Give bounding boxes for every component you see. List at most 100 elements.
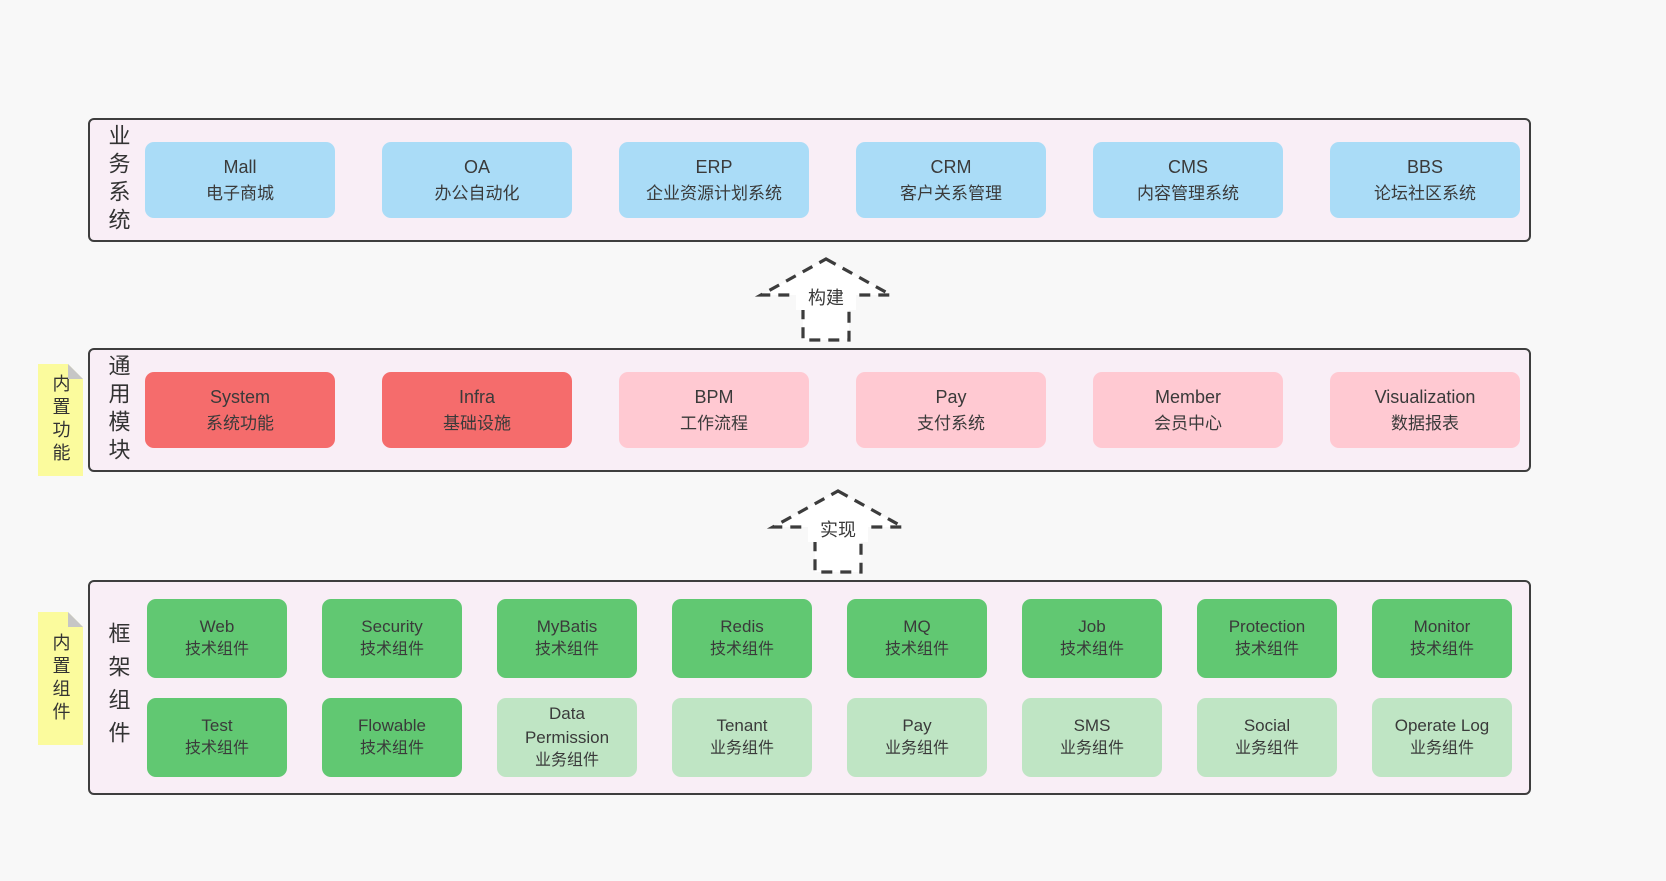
box-title: Monitor [1413, 616, 1471, 636]
box-crm: CRM 客户关系管理 [856, 142, 1046, 218]
box-title: Pay [902, 715, 932, 735]
box-pay-component: Pay 业务组件 [847, 697, 987, 777]
box-subtitle: 技术组件 [184, 640, 249, 658]
box-redis: Redis 技术组件 [672, 598, 812, 678]
box-title: Member [1154, 386, 1221, 407]
band-framework-components: 框架组件 Web 技术组件 Security 技术组件 MyBatis 技术组件… [88, 580, 1531, 795]
box-system: System 系统功能 [145, 372, 335, 448]
box-infra: Infra 基础设施 [382, 372, 572, 448]
box-subtitle: 技术组件 [1059, 640, 1124, 658]
box-test: Test 技术组件 [147, 697, 287, 777]
box-subtitle: 业务组件 [1409, 739, 1474, 757]
box-subtitle: 技术组件 [709, 640, 774, 658]
box-subtitle: 业务组件 [1059, 739, 1124, 757]
box-title: Tenant [716, 715, 768, 735]
box-title: BBS [1406, 156, 1444, 177]
box-title: Pay [935, 386, 967, 407]
box-protection: Protection 技术组件 [1197, 598, 1337, 678]
band-framework-row-1: Web 技术组件 Security 技术组件 MyBatis 技术组件 Redi… [145, 598, 1515, 678]
box-title: MyBatis [536, 616, 598, 636]
band-business-rows: Mall 电子商城 OA 办公自动化 ERP 企业资源计划系统 CRM 客户关系… [145, 120, 1534, 240]
box-subtitle: 业务组件 [709, 739, 774, 757]
box-subtitle: 会员中心 [1154, 413, 1222, 433]
box-monitor: Monitor 技术组件 [1372, 598, 1512, 678]
box-cms: CMS 内容管理系统 [1093, 142, 1283, 218]
arrow-label-bg [796, 285, 856, 310]
box-title: Job [1078, 616, 1106, 636]
box-title: Flowable [357, 715, 427, 735]
note-built-in-components: 内置组件 [38, 612, 83, 745]
arrow-implement-label: 实现 [820, 520, 856, 540]
box-title: Infra [458, 386, 496, 407]
band-framework-label: 框架组件 [105, 621, 131, 754]
box-title: Operate Log [1394, 715, 1490, 735]
box-title: BPM [694, 386, 734, 407]
box-title: Test [201, 715, 233, 735]
box-oa: OA 办公自动化 [382, 142, 572, 218]
box-title: Web [199, 616, 235, 636]
band-common-row: System 系统功能 Infra 基础设施 BPM 工作流程 Pay 支付系统… [145, 372, 1520, 448]
box-bpm: BPM 工作流程 [619, 372, 809, 448]
box-subtitle: 论坛社区系统 [1374, 183, 1476, 203]
band-common-rows: System 系统功能 Infra 基础设施 BPM 工作流程 Pay 支付系统… [145, 350, 1534, 470]
box-mq: MQ 技术组件 [847, 598, 987, 678]
box-tenant: Tenant 业务组件 [672, 697, 812, 777]
box-title: Protection [1228, 616, 1306, 636]
band-framework-row-2: Test 技术组件 Flowable 技术组件 Data Permission … [145, 697, 1515, 777]
box-subtitle: 内容管理系统 [1137, 183, 1239, 203]
box-title: Security [361, 616, 423, 636]
box-subtitle: 业务组件 [1234, 739, 1299, 757]
box-visualization: Visualization 数据报表 [1330, 372, 1520, 448]
band-business-label: 业务系统 [105, 124, 131, 236]
arrow-implement: 实现 [766, 489, 910, 574]
band-common-label: 通用模块 [105, 354, 131, 466]
box-title: Social [1243, 715, 1291, 735]
box-subtitle: 技术组件 [359, 739, 424, 757]
box-bbs: BBS 论坛社区系统 [1330, 142, 1520, 218]
box-social: Social 业务组件 [1197, 697, 1337, 777]
arrow-build-label: 构建 [808, 288, 844, 308]
box-subtitle: 基础设施 [443, 413, 511, 433]
box-title: MQ [903, 616, 931, 636]
band-business-row: Mall 电子商城 OA 办公自动化 ERP 企业资源计划系统 CRM 客户关系… [145, 142, 1520, 218]
arrow-build: 构建 [754, 257, 898, 342]
box-subtitle: 客户关系管理 [900, 183, 1002, 203]
note-built-in-features: 内置功能 [38, 364, 83, 476]
box-subtitle: 系统功能 [206, 413, 274, 433]
box-title: CRM [930, 156, 972, 177]
box-data-permission: Data Permission 业务组件 [497, 697, 637, 777]
box-title: OA [463, 156, 490, 177]
box-security: Security 技术组件 [322, 598, 462, 678]
box-subtitle: 业务组件 [884, 739, 949, 757]
box-mall: Mall 电子商城 [145, 142, 335, 218]
box-subtitle: 数据报表 [1391, 413, 1459, 433]
box-operate-log: Operate Log 业务组件 [1372, 697, 1512, 777]
box-title: System [209, 386, 270, 407]
box-subtitle: 电子商城 [206, 183, 274, 203]
box-title: ERP [695, 156, 733, 177]
box-erp: ERP 企业资源计划系统 [619, 142, 809, 218]
box-subtitle: 技术组件 [184, 739, 249, 757]
box-subtitle: 业务组件 [534, 751, 599, 769]
band-business-systems: 业务系统 Mall 电子商城 OA 办公自动化 ERP 企业资源计划系统 CRM… [88, 118, 1531, 242]
box-mybatis: MyBatis 技术组件 [497, 598, 637, 678]
arrow-label-bg [808, 517, 868, 542]
band-common-modules: 通用模块 System 系统功能 Infra 基础设施 BPM 工作流程 Pay… [88, 348, 1531, 472]
box-subtitle: 办公自动化 [434, 183, 520, 203]
box-subtitle: 支付系统 [917, 413, 985, 433]
box-job: Job 技术组件 [1022, 598, 1162, 678]
box-title: Visualization [1374, 386, 1476, 407]
box-subtitle: 技术组件 [359, 640, 424, 658]
box-flowable: Flowable 技术组件 [322, 697, 462, 777]
band-framework-rows: Web 技术组件 Security 技术组件 MyBatis 技术组件 Redi… [145, 582, 1529, 793]
box-subtitle: 技术组件 [1409, 640, 1474, 658]
box-subtitle: 技术组件 [1234, 640, 1299, 658]
box-title: Redis [720, 616, 764, 636]
box-title: Mall [223, 156, 257, 177]
box-subtitle: 技术组件 [534, 640, 599, 658]
box-title: CMS [1168, 156, 1208, 177]
box-subtitle: 企业资源计划系统 [646, 183, 782, 203]
box-subtitle: 工作流程 [680, 413, 748, 433]
box-pay-module: Pay 支付系统 [856, 372, 1046, 448]
